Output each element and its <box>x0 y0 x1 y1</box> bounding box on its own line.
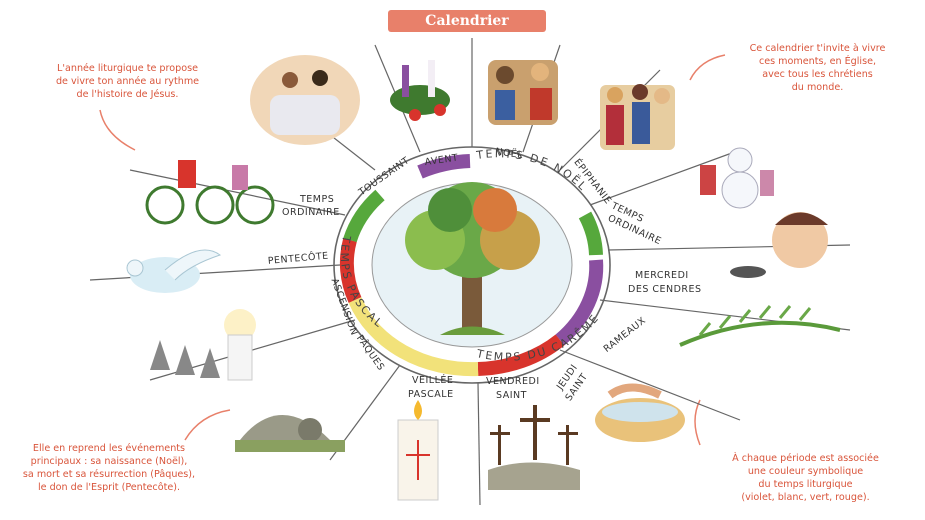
label-mercredi-1: MERCREDI <box>635 270 689 281</box>
arrow-bottom-right <box>694 399 701 446</box>
note-top-left: L'année liturgique te propose de vivre t… <box>55 63 200 100</box>
ring-ordinary-right-green <box>578 211 603 256</box>
ring-careme-violet <box>555 259 604 346</box>
illustration-dove <box>126 249 222 293</box>
note-top-right: Ce calendrier t'invite à vivre ces momen… <box>749 43 886 93</box>
label-noel: NOËL <box>495 146 524 161</box>
label-pentecote: PENTECÔTE <box>267 250 329 267</box>
illustration-empty-tomb <box>235 415 345 452</box>
label-vendredi-1: VENDREDI <box>486 376 540 387</box>
illustration-advent-wreath <box>390 60 450 121</box>
label-avent: AVENT <box>424 152 459 168</box>
illustration-paschal-candle <box>397 400 439 501</box>
note-bottom-left: Elle en reprend les événements principau… <box>22 443 196 493</box>
illustration-magi <box>600 84 675 150</box>
arrow-bottom-left <box>184 409 231 441</box>
ring-avent-violet <box>417 154 471 179</box>
illustration-palm <box>679 305 841 347</box>
illustration-ashes <box>730 212 828 278</box>
arrow-top-right <box>689 54 726 81</box>
label-veillee-1: VEILLÉE <box>412 374 453 386</box>
ring-ordinary-left-green <box>343 189 385 243</box>
label-temps-ordinaire-left-2: ORDINAIRE <box>282 207 340 218</box>
label-temps-ordinaire-left-1: TEMPS <box>299 194 334 205</box>
illustration-nativity <box>488 60 558 125</box>
illustration-cycling <box>145 160 275 225</box>
illustration-saints <box>250 55 360 145</box>
page-title: Calendrier liturgique <box>388 10 546 51</box>
illustration-ascension <box>150 309 256 381</box>
note-bottom-right: À chaque période est associée une couleu… <box>732 453 879 503</box>
ring-rameaux-red <box>477 334 565 376</box>
label-rameaux: RAMEAUX <box>602 315 648 355</box>
illustration-snowman <box>700 147 774 209</box>
illustration-crosses <box>488 405 580 490</box>
illustration-foot-washing <box>595 383 685 442</box>
label-veillee-2: PASCALE <box>408 389 454 400</box>
ring-pentecote-red <box>339 238 362 303</box>
tree-illustration <box>405 182 540 335</box>
arrow-top-left <box>99 109 136 151</box>
label-mercredi-2: DES CENDRES <box>628 284 702 295</box>
label-vendredi-2: SAINT <box>496 390 527 401</box>
ring-pascal-yellow <box>348 297 479 377</box>
